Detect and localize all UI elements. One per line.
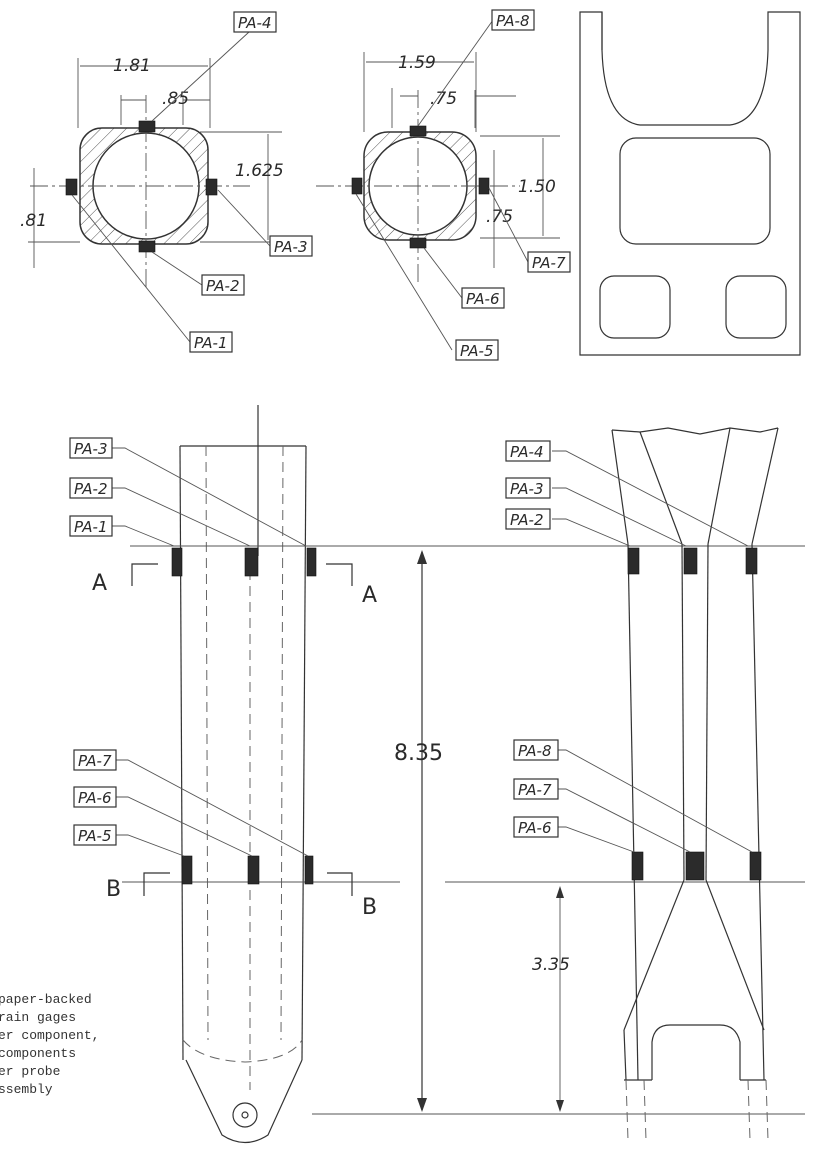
label-pa7-side: PA-7 — [518, 781, 552, 799]
section-b-view: 1.59 .75 1.50 .75 PA-8 PA-7 PA-6 PA-5 — [316, 9, 571, 361]
dim-3-35: 3.35 — [532, 955, 570, 975]
label-pa8-b: PA-8 — [496, 12, 530, 30]
dim-1-81: 1.81 — [113, 56, 151, 76]
dim-1-625: 1.625 — [235, 161, 284, 181]
section-mark-b-left: B — [106, 877, 121, 902]
label-pa5-b: PA-5 — [460, 342, 494, 360]
note-line-1: paper-backed — [0, 992, 92, 1007]
note-line-5: er probe — [0, 1064, 60, 1079]
gage-pa2-a — [138, 240, 156, 253]
gage-pa8-b — [409, 125, 427, 137]
dim-1-50: 1.50 — [518, 177, 556, 197]
label-pa6-b: PA-6 — [466, 290, 500, 308]
gage-pa6-front — [247, 855, 260, 885]
gage-pa4-a — [138, 120, 156, 133]
label-pa7-b: PA-7 — [532, 254, 566, 272]
label-pa6-side: PA-6 — [518, 819, 552, 837]
gage-pa6-b — [409, 237, 427, 249]
dim-0-75-top: .75 — [430, 89, 457, 109]
side-view: PA-4 PA-3 PA-2 PA-8 PA-7 PA-6 — [505, 427, 779, 1141]
section-mark-a-left: A — [92, 571, 107, 596]
label-pa4-side: PA-4 — [510, 443, 544, 461]
label-pa2-a: PA-2 — [206, 277, 240, 295]
frame-lower-right-window — [725, 275, 787, 339]
gage-pa3-side — [683, 547, 698, 575]
frame-view — [579, 11, 801, 356]
dim-1-59: 1.59 — [398, 53, 436, 73]
gage-pa2-side — [627, 547, 640, 575]
note-line-6: ssembly — [0, 1082, 53, 1097]
gage-pa6-side — [631, 851, 644, 881]
frame-upper-window — [619, 137, 771, 245]
gage-pa1-a — [65, 178, 78, 196]
label-pa1-a: PA-1 — [194, 334, 228, 352]
gage-pa1-front — [171, 547, 183, 577]
note-line-2: rain gages — [0, 1010, 76, 1025]
caption-note: paper-backed rain gages er component, co… — [0, 992, 99, 1097]
label-pa3-front: PA-3 — [74, 440, 108, 458]
gage-pa4-side — [745, 547, 758, 575]
frame-lower-left-window — [599, 275, 671, 339]
gage-pa8-side — [749, 851, 762, 881]
label-pa3-side: PA-3 — [510, 480, 544, 498]
label-pa2-front: PA-2 — [74, 480, 108, 498]
label-pa3-a: PA-3 — [274, 238, 308, 256]
dim-0-75-side: .75 — [486, 207, 513, 227]
dim-8-35: 8.35 — [394, 741, 443, 766]
section-a-view: 1.81 .85 1.625 .81 PA-4 PA-3 PA-2 PA-1 — [20, 11, 313, 353]
label-pa7-front: PA-7 — [78, 752, 112, 770]
label-pa4-a: PA-4 — [238, 14, 272, 32]
note-line-4: components — [0, 1046, 76, 1061]
pin-hole — [232, 1102, 258, 1128]
label-pa5-front: PA-5 — [78, 827, 112, 845]
front-view: PA-3 PA-2 PA-1 PA-7 PA-6 PA-5 A A B B 8.… — [69, 405, 805, 1144]
gage-pa5-front — [181, 855, 193, 885]
dim-0-81: .81 — [20, 211, 47, 231]
gage-pa3-a — [205, 178, 218, 196]
section-mark-a-right: A — [362, 583, 377, 608]
gage-pa2-front — [244, 547, 259, 577]
gage-pa7-b — [478, 177, 490, 195]
label-pa8-side: PA-8 — [518, 742, 552, 760]
label-pa6-front: PA-6 — [78, 789, 112, 807]
section-mark-b-right: B — [362, 895, 377, 920]
label-pa1-front: PA-1 — [74, 518, 108, 536]
gage-pa7-front — [304, 855, 314, 885]
label-pa2-side: PA-2 — [510, 511, 544, 529]
gage-pa5-b — [351, 177, 363, 195]
note-line-3: er component, — [0, 1028, 99, 1043]
gage-pa3-front — [306, 547, 317, 577]
gage-pa7-side — [685, 851, 705, 881]
